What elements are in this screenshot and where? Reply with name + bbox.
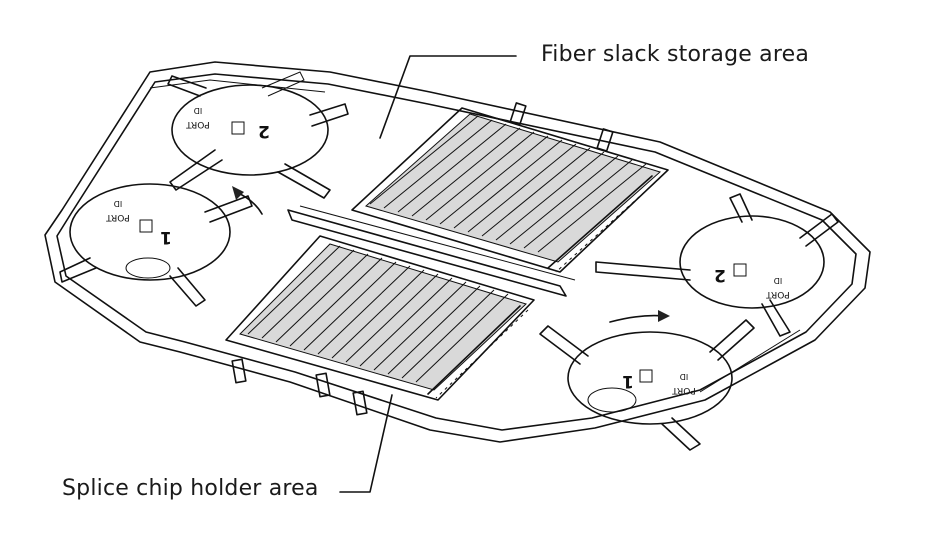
left-bottom-number: 1 bbox=[160, 227, 172, 247]
fiber-slack-storage-callout: Fiber slack storage area bbox=[541, 42, 810, 67]
routing-arrows bbox=[232, 186, 670, 323]
center-channel bbox=[287, 205, 576, 297]
right-top-id-label: ID bbox=[774, 276, 783, 285]
left-bottom-port-label: PORT bbox=[106, 212, 130, 222]
left-bottom-spool: PORT ID 1 bbox=[59, 183, 253, 307]
splice-chip-holder-upper bbox=[351, 102, 669, 273]
right-top-spool: PORT ID 2 bbox=[595, 193, 839, 337]
left-bottom-id-label: ID bbox=[114, 199, 123, 208]
left-top-spool: PORT ID 2 bbox=[167, 71, 349, 199]
left-top-checkbox-icon bbox=[231, 121, 245, 135]
arrow-right-icon bbox=[658, 310, 670, 322]
left-top-number: 2 bbox=[258, 121, 270, 141]
right-top-port-label: PORT bbox=[766, 289, 790, 299]
right-bottom-port-label: PORT bbox=[672, 385, 696, 395]
right-top-checkbox-icon bbox=[733, 263, 747, 277]
right-bottom-id-label: ID bbox=[680, 372, 689, 381]
right-bottom-checkbox-icon bbox=[639, 369, 653, 383]
tray-body bbox=[44, 61, 871, 443]
splice-chip-holder-lower bbox=[225, 235, 535, 416]
arrow-left-icon bbox=[232, 186, 244, 200]
left-top-id-label: ID bbox=[194, 106, 203, 115]
leader-lines bbox=[339, 55, 517, 493]
leader-line-bottom bbox=[339, 394, 393, 493]
splice-chip-holder-callout: Splice chip holder area bbox=[62, 476, 319, 501]
right-top-number: 2 bbox=[714, 265, 726, 285]
left-bottom-checkbox-icon bbox=[139, 219, 153, 233]
right-bottom-number: 1 bbox=[622, 371, 634, 391]
right-bottom-spool: PORT ID 1 bbox=[539, 319, 755, 451]
left-top-port-label: PORT bbox=[186, 119, 210, 129]
leader-line-top bbox=[379, 55, 517, 139]
